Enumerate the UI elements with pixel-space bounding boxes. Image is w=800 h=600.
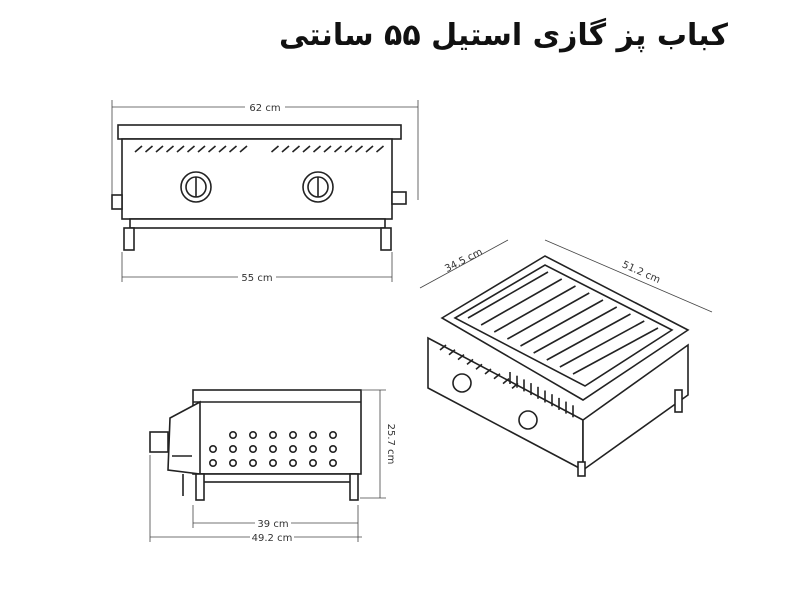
- vent-slot: [218, 145, 227, 153]
- vent-hole: [288, 458, 297, 467]
- vent-hole: [328, 430, 337, 439]
- grill-bar: [467, 271, 549, 319]
- vent-hole: [328, 444, 337, 453]
- vent-slot: [228, 145, 238, 153]
- vent-slot: [312, 145, 322, 153]
- vent-slots: [134, 145, 385, 153]
- vent-hole: [229, 444, 238, 453]
- vent-hole: [229, 430, 238, 439]
- vent-slot: [197, 145, 206, 153]
- vent-slot: [475, 363, 483, 370]
- page-title: کباب پز گازی استیل ۵۵ سانتی: [278, 18, 728, 53]
- side-view: 25.7 cm 39 cm 49.2 cm: [149, 389, 396, 544]
- grill-bar: [559, 320, 645, 368]
- dimension-label-62cm: 62 cm: [249, 103, 280, 114]
- ventilation-holes: [209, 430, 337, 467]
- vent-hole: [308, 430, 317, 439]
- vent-slot: [281, 145, 290, 153]
- vent-slot: [323, 145, 332, 153]
- grill-bar: [480, 278, 563, 326]
- burner-knob-right: [518, 410, 538, 430]
- dimension-label-49-2cm: 49.2 cm: [252, 533, 293, 544]
- leg: [349, 473, 359, 501]
- grill-bar: [572, 327, 659, 375]
- grill-bars: [439, 271, 659, 418]
- vent-hole: [249, 430, 258, 439]
- vent-slot: [333, 145, 343, 153]
- vent-slot: [375, 145, 385, 153]
- vent-hole: [209, 458, 218, 467]
- dimension-label-25-7cm: 25.7 cm: [385, 424, 396, 465]
- vent-hole: [288, 430, 297, 439]
- vent-slot: [270, 145, 280, 153]
- vent-hole: [268, 458, 277, 467]
- vent-slot: [165, 145, 175, 153]
- front-view: 62 cm 55 cm: [111, 100, 419, 284]
- dimension-label-55cm: 55 cm: [241, 273, 272, 284]
- vent-slot: [365, 145, 374, 153]
- vent-slot: [354, 145, 364, 153]
- grill-bar: [520, 299, 604, 347]
- dimension-label-39cm: 39 cm: [257, 519, 288, 530]
- grill-bar: [506, 292, 590, 340]
- burner-knob-right: [302, 171, 334, 203]
- leg: [674, 389, 683, 413]
- vent-hole: [328, 458, 337, 467]
- vent-slot: [466, 358, 474, 366]
- vent-slot: [239, 145, 248, 153]
- vent-hole: [268, 430, 277, 439]
- vent-slot: [144, 145, 154, 153]
- vent-slot: [207, 145, 217, 153]
- dimension-label-51-2cm: 51.2 cm: [620, 259, 662, 286]
- leg: [123, 227, 135, 251]
- vent-slot: [484, 368, 492, 375]
- vent-slot: [502, 377, 510, 385]
- vent-hole: [229, 458, 238, 467]
- vent-hole: [249, 444, 258, 453]
- vent-slot: [155, 145, 164, 153]
- leg: [380, 227, 392, 251]
- leg: [577, 461, 586, 477]
- gas-inlet-right: [391, 191, 407, 205]
- vent-slot: [439, 344, 447, 351]
- gas-inlet-left: [111, 194, 123, 210]
- vent-hole: [209, 444, 218, 453]
- leg: [195, 473, 205, 501]
- vent-hole: [308, 458, 317, 467]
- vent-hole: [268, 444, 277, 453]
- vent-slot: [291, 145, 301, 153]
- vent-slot: [302, 145, 311, 153]
- vent-hole: [288, 444, 297, 453]
- vent-slot: [344, 145, 353, 153]
- vent-hole: [308, 444, 317, 453]
- grill-bar: [533, 306, 618, 354]
- burner-knob-left: [452, 373, 472, 393]
- vent-slot: [176, 145, 185, 153]
- dimension-label-34-5cm: 34.5 cm: [443, 247, 484, 275]
- isometric-view: 34.5 cm 51.2 cm: [419, 239, 713, 477]
- vent-slot: [186, 145, 196, 153]
- vent-slot: [448, 349, 456, 356]
- grill-bar: [546, 313, 631, 361]
- vent-hole: [249, 458, 258, 467]
- burner-knob-left: [180, 171, 212, 203]
- vent-slot: [493, 373, 501, 380]
- vent-slot: [134, 145, 143, 153]
- vent-slot: [457, 353, 465, 361]
- grill-bar: [493, 285, 576, 333]
- gas-valve: [149, 431, 169, 453]
